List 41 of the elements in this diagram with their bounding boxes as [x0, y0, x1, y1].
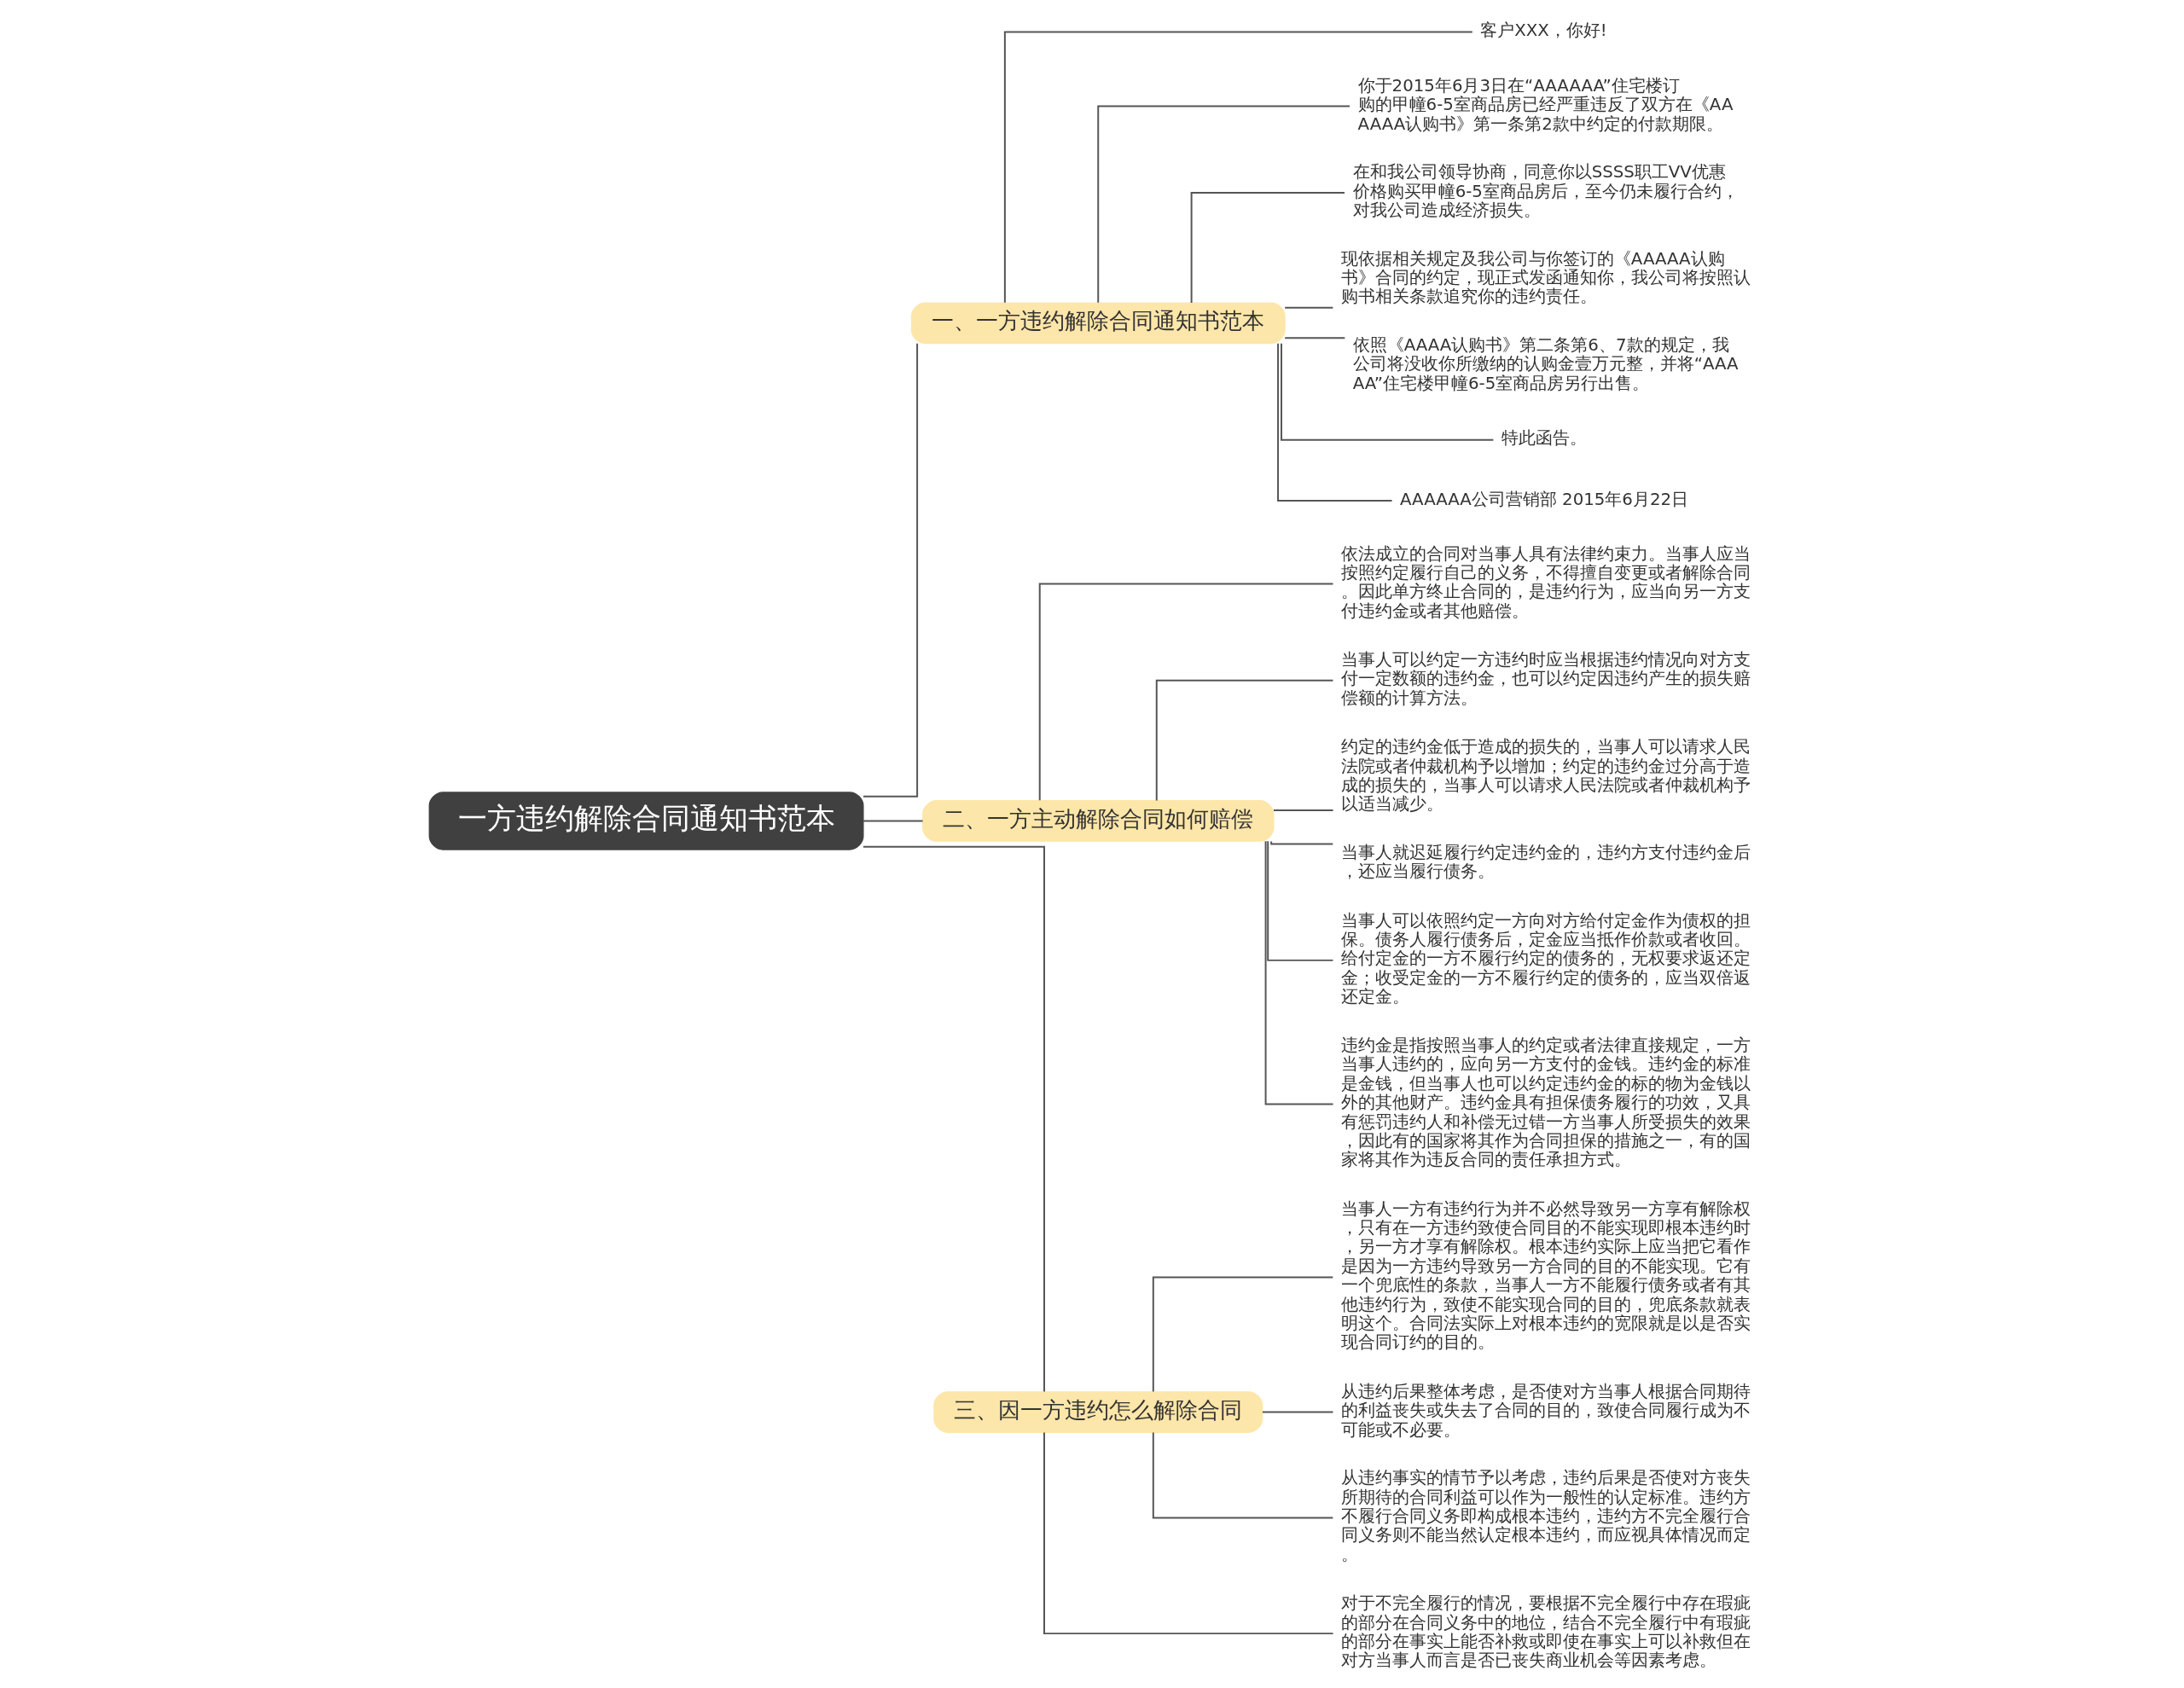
connector [1097, 105, 1351, 304]
connector [1273, 809, 1334, 811]
node-text: 依法成立的合同对当事人具有法律约束力。当事人应当按照约定履行自己的义务，不得擅自变更或者解除合同。因此单方终止合同的，是违约行为，应当向另一方支付违约金或者其他赔偿。 [1340, 543, 1751, 621]
connector [1043, 1431, 1334, 1635]
connector [1155, 679, 1334, 802]
connector [1152, 1276, 1334, 1393]
node-text: AAAAAA公司营销部 2015年6月22日 [1400, 489, 1689, 509]
node-text: 从违约后果整体考虑，是否使对方当事人根据合同期待的利益丧失或失去了合同的目的，致使合同履行成为不可能或不必要。 [1340, 1381, 1751, 1440]
node-text: 当事人一方有违约行为并不必然导致另一方享有解除权，只有在一方违约致使合同目的不能实现即根本违约时，另一方才享有解除权。根本违约实际上应当把它看作是因为一方违约导致另一方合同的目的不能实现。它有一个兜底性的条款，当事人一方不能履行债务或者有其他违约行为，致使不能实现合同的目的，兜底条款就表明这个。合同法实际上对根本违约的宽限就是以是否实现合同订约的目的。 [1340, 1198, 1751, 1353]
connector [863, 342, 919, 798]
connector [1277, 342, 1393, 502]
node-text: 当事人可以依照约定一方向对方给付定金作为债权的担保。债务人履行债务后，定金应当抵作价款或者收回。给付定金的一方不履行约定的债务的，无权要求返还定金；收受定金的一方不履行约定的债务的，应当双倍返还定金。 [1340, 910, 1751, 1007]
connector [1264, 840, 1334, 1105]
connector [1152, 1431, 1334, 1519]
node-text: 客户XXX，你好! [1480, 20, 1607, 41]
connector [1270, 840, 1334, 845]
node-text: 依照《AAAA认购书》第二条第6、7款的规定，我公司将没收你所缴纳的认购金壹万元整，并将“AAAAA”住宅楼甲幢6-5室商品房另行出售。 [1352, 335, 1739, 393]
node-text: 在和我公司领导协商，同意你以SSSS职工VV优惠价格购买甲幢6-5室商品房后，至今仍未履行合约，对我公司造成经济损失。 [1352, 162, 1739, 220]
connector [862, 845, 1045, 1393]
node-box: 三、因一方违约怎么解除合同 [933, 1391, 1263, 1433]
node-box: 一、一方违约解除合同通知书范本 [910, 302, 1286, 345]
node-text: 对于不完全履行的情况，要根据不完全履行中存在瑕疵的部分在合同义务中的地位，结合不完全履行中有瑕疵的部分在事实上能否补救或即使在事实上可以补救但在对方当事人而言是否已丧失商业机会等因素考虑。 [1340, 1593, 1751, 1671]
connector [1267, 840, 1334, 961]
node-text: 特此函告。 [1501, 428, 1587, 449]
node-box: 二、一方主动解除合同如何赔偿 [922, 800, 1275, 842]
node-text: 违约金是指按照当事人的约定或者法律直接规定，一方当事人违约的，应向另一方支付的金钱。违约金的标准是金钱，但当事人也可以约定违约金的标的物为金钱以外的其他财产。违约金具有担保债务履行的功效，又具有惩罚违约人和补偿无过错一方当事人所受损失的效果，因此有的国家将其作为合同担保的措施之一，有的国家将其作为违反合同的责任承担方式。 [1340, 1035, 1751, 1170]
connector [1190, 191, 1345, 304]
connector [862, 820, 924, 822]
node-text: 现依据相关规定及我公司与你签订的《AAAAA认购书》合同的约定，现正式发函通知你，我公司将按照认购书相关条款追究你的违约责任。 [1340, 248, 1751, 307]
node-box: 一方违约解除合同通知书范本 [428, 792, 864, 850]
connector [1284, 337, 1346, 339]
connector [1038, 583, 1334, 802]
connector [1281, 342, 1495, 441]
node-text: 当事人可以约定一方违约时应当根据违约情况向对方支付一定数额的违约金，也可以约定因违约产生的损失赔偿额的计算方法。 [1340, 650, 1751, 708]
node-text: 从违约事实的情节予以考虑，违约后果是否使对方丧失所期待的合同利益可以作为一般性的认定标准。违约方不履行合同义务即构成根本违约，违约方不完全履行合同义务则不能当然认定根本违约，而应视具体情况而定。 [1340, 1468, 1751, 1564]
node-text: 约定的违约金低于造成的损失的，当事人可以请求人民法院或者仲裁机构予以增加；约定的违约金过分高于造成的损失的，当事人可以请求人民法院或者仲裁机构予以适当减少。 [1340, 737, 1751, 815]
node-text: 你于2015年6月3日在“AAAAAA”住宅楼订购的甲幢6-5室商品房已经严重违反了双方在《AAAAAA认购书》第一条第2款中约定的付款期限。 [1357, 75, 1734, 134]
connector [1261, 1411, 1334, 1413]
connector [1284, 306, 1334, 309]
connector [1003, 31, 1473, 304]
node-text: 当事人就迟延履行约定违约金的，违约方支付违约金后，还应当履行债务。 [1340, 842, 1751, 882]
